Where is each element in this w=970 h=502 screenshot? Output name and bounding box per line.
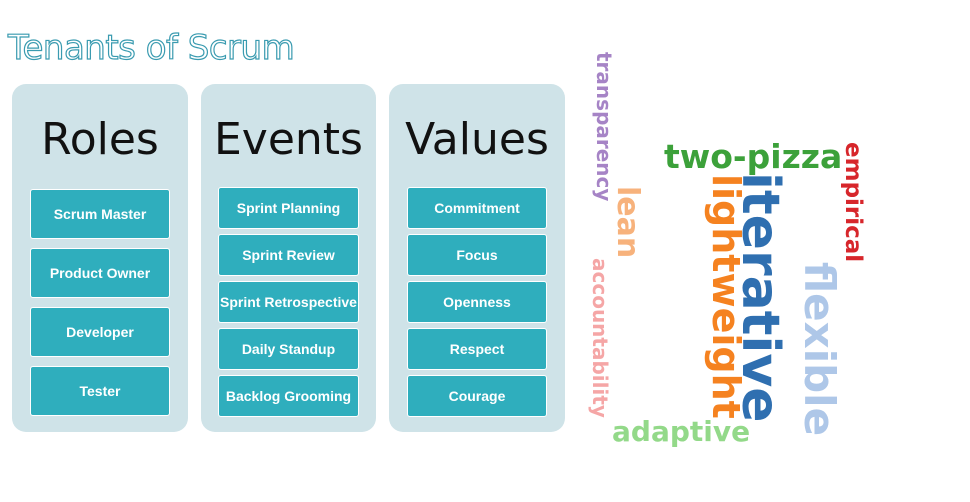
roles-heading: Roles bbox=[41, 114, 159, 165]
role-item-developer: Developer bbox=[30, 307, 170, 357]
word-empirical: empirical bbox=[840, 142, 866, 263]
events-heading: Events bbox=[214, 114, 363, 165]
event-item-sprint-retrospective: Sprint Retrospective bbox=[218, 281, 359, 323]
word-iterative: iterative bbox=[730, 172, 790, 423]
event-item-sprint-review: Sprint Review bbox=[218, 234, 359, 276]
role-item-product-owner: Product Owner bbox=[30, 248, 170, 298]
word-flexible: flexible bbox=[795, 262, 844, 437]
roles-panel: Roles Scrum Master Product Owner Develop… bbox=[12, 84, 188, 432]
values-heading: Values bbox=[405, 114, 549, 165]
word-lean: lean bbox=[610, 186, 645, 259]
values-panel: Values Commitment Focus Openness Respect… bbox=[389, 84, 565, 432]
word-accountability: accountability bbox=[588, 258, 612, 418]
role-item-scrum-master: Scrum Master bbox=[30, 189, 170, 239]
value-item-courage: Courage bbox=[407, 375, 547, 417]
word-two-pizza: two-pizza bbox=[664, 137, 843, 176]
value-item-respect: Respect bbox=[407, 328, 547, 370]
word-adaptive: adaptive bbox=[612, 415, 751, 448]
page-title: Tenants of Scrum bbox=[7, 27, 295, 68]
role-item-tester: Tester bbox=[30, 366, 170, 416]
value-item-focus: Focus bbox=[407, 234, 547, 276]
event-item-backlog-grooming: Backlog Grooming bbox=[218, 375, 359, 417]
value-item-openness: Openness bbox=[407, 281, 547, 323]
event-item-daily-standup: Daily Standup bbox=[218, 328, 359, 370]
value-item-commitment: Commitment bbox=[407, 187, 547, 229]
word-transparency: transparency bbox=[592, 52, 616, 202]
event-item-sprint-planning: Sprint Planning bbox=[218, 187, 359, 229]
events-panel: Events Sprint Planning Sprint Review Spr… bbox=[201, 84, 376, 432]
